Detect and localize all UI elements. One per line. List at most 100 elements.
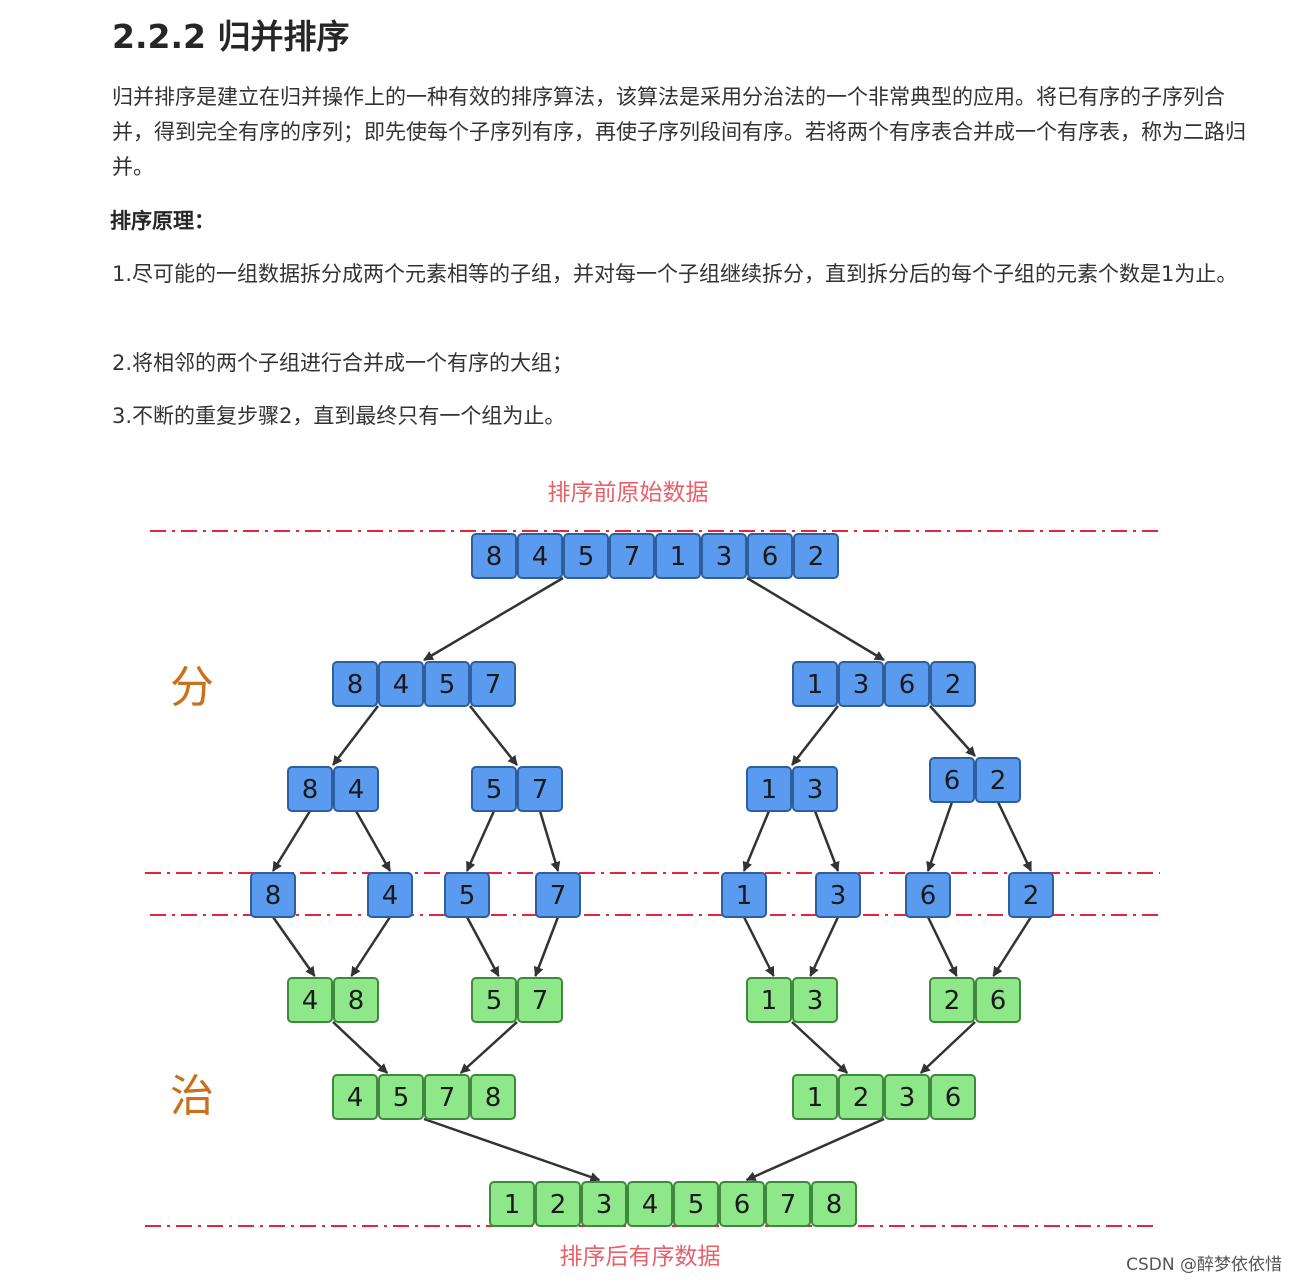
merge-cell xyxy=(332,1074,378,1120)
merge-cell-value: 7 xyxy=(439,1083,456,1113)
merge-cell-value: 3 xyxy=(596,1190,613,1220)
merge-cell-value: 4 xyxy=(347,1083,364,1113)
divide-cell-value: 4 xyxy=(393,670,410,700)
divide-cell xyxy=(930,661,976,707)
divide-group: 7 xyxy=(535,872,581,918)
top-label: 排序前原始数据 xyxy=(548,480,709,506)
merge-cell-value: 2 xyxy=(853,1083,870,1113)
divide-cell xyxy=(424,661,470,707)
merge-cell-value: 8 xyxy=(826,1190,843,1220)
merge-cell-value: 5 xyxy=(486,986,503,1016)
divide-cell-value: 1 xyxy=(807,670,824,700)
merge-cell xyxy=(929,977,975,1023)
merge-cell-value: 1 xyxy=(761,986,778,1016)
divide-cell-value: 7 xyxy=(485,670,502,700)
merge-cell xyxy=(975,977,1021,1023)
merge-cell xyxy=(673,1181,719,1227)
divide-cell xyxy=(287,766,333,812)
merge-cell-value: 4 xyxy=(642,1190,659,1220)
divide-cell-value: 8 xyxy=(302,775,319,805)
divide-cell-value: 1 xyxy=(670,542,687,572)
divide-cell xyxy=(470,661,516,707)
divide-cell xyxy=(792,766,838,812)
divide-cell xyxy=(471,766,517,812)
flow-arrow xyxy=(538,810,561,872)
merge-cell xyxy=(471,977,517,1023)
divide-cell xyxy=(929,757,975,803)
merge-cell xyxy=(719,1181,765,1227)
flow-arrow xyxy=(746,576,885,662)
section-title: 2.2.2 归并排序 xyxy=(112,17,350,56)
divide-cell xyxy=(746,766,792,812)
divide-cell-value: 5 xyxy=(459,881,476,911)
merge-cell xyxy=(627,1181,673,1227)
merge-cell-value: 7 xyxy=(532,986,549,1016)
divide-cell-value: 7 xyxy=(532,775,549,805)
divide-cell-value: 2 xyxy=(808,542,825,572)
merge-cell xyxy=(792,977,838,1023)
divide-group: 5 xyxy=(444,872,490,918)
flow-arrow xyxy=(992,916,1033,977)
merge-cell xyxy=(424,1074,470,1120)
flow-arrow xyxy=(996,801,1033,872)
merge-cell-value: 6 xyxy=(990,986,1007,1016)
divide-cell-value: 1 xyxy=(736,881,753,911)
conquer-label: 治 xyxy=(170,1071,214,1122)
flow-arrow xyxy=(271,810,312,872)
merge-cell-value: 7 xyxy=(780,1190,797,1220)
divide-cell xyxy=(815,872,861,918)
divide-cell xyxy=(332,661,378,707)
divide-cell-value: 3 xyxy=(807,775,824,805)
divide-cell-value: 8 xyxy=(486,542,503,572)
divide-cell-value: 8 xyxy=(347,670,364,700)
flow-arrow xyxy=(919,1021,976,1074)
divide-group: 8 xyxy=(250,872,296,918)
divide-cell xyxy=(378,661,424,707)
merge-cell xyxy=(470,1074,516,1120)
divide-cell-value: 7 xyxy=(624,542,641,572)
divide-cell xyxy=(884,661,930,707)
merge-cell-value: 8 xyxy=(485,1083,502,1113)
divide-cell-value: 6 xyxy=(920,881,937,911)
merge-cell xyxy=(930,1074,976,1120)
flow-arrow xyxy=(465,916,500,977)
bottom-label: 排序后有序数据 xyxy=(560,1244,721,1270)
divide-cell-value: 4 xyxy=(382,881,399,911)
merge-cell-value: 5 xyxy=(688,1190,705,1220)
merge-cell xyxy=(746,977,792,1023)
merge-cell-value: 4 xyxy=(302,986,319,1016)
merge-cell-value: 1 xyxy=(504,1190,521,1220)
divide-cell-value: 3 xyxy=(716,542,733,572)
merge-cell xyxy=(333,977,379,1023)
divide-cell-value: 3 xyxy=(853,670,870,700)
divide-cell-value: 1 xyxy=(761,775,778,805)
flow-arrow xyxy=(745,1117,885,1182)
divide-cell xyxy=(721,872,767,918)
flow-arrow xyxy=(926,916,958,977)
merge-cell-value: 2 xyxy=(944,986,961,1016)
intro-paragraph: 归并排序是建立在归并操作上的一种有效的排序算法，该算法是采用分治法的一个非常典型… xyxy=(112,85,1246,179)
divide-cell xyxy=(563,533,609,579)
divide-cell xyxy=(747,533,793,579)
flow-arrow xyxy=(271,916,316,977)
divide-cell-value: 8 xyxy=(265,881,282,911)
divide-cell xyxy=(250,872,296,918)
divide-cell xyxy=(609,533,655,579)
divide-cell xyxy=(655,533,701,579)
flow-arrow xyxy=(332,1021,389,1074)
divide-cell xyxy=(517,533,563,579)
flow-arrow xyxy=(791,1021,849,1074)
divide-cell xyxy=(333,766,379,812)
step-3: 3.不断的重复步骤2，直到最终只有一个组为止。 xyxy=(112,404,566,428)
step-2: 2.将相邻的两个子组进行合并成一个有序的大组； xyxy=(112,351,574,375)
merge-cell xyxy=(765,1181,811,1227)
merge-cell xyxy=(517,977,563,1023)
divide-cell-value: 6 xyxy=(944,766,961,796)
